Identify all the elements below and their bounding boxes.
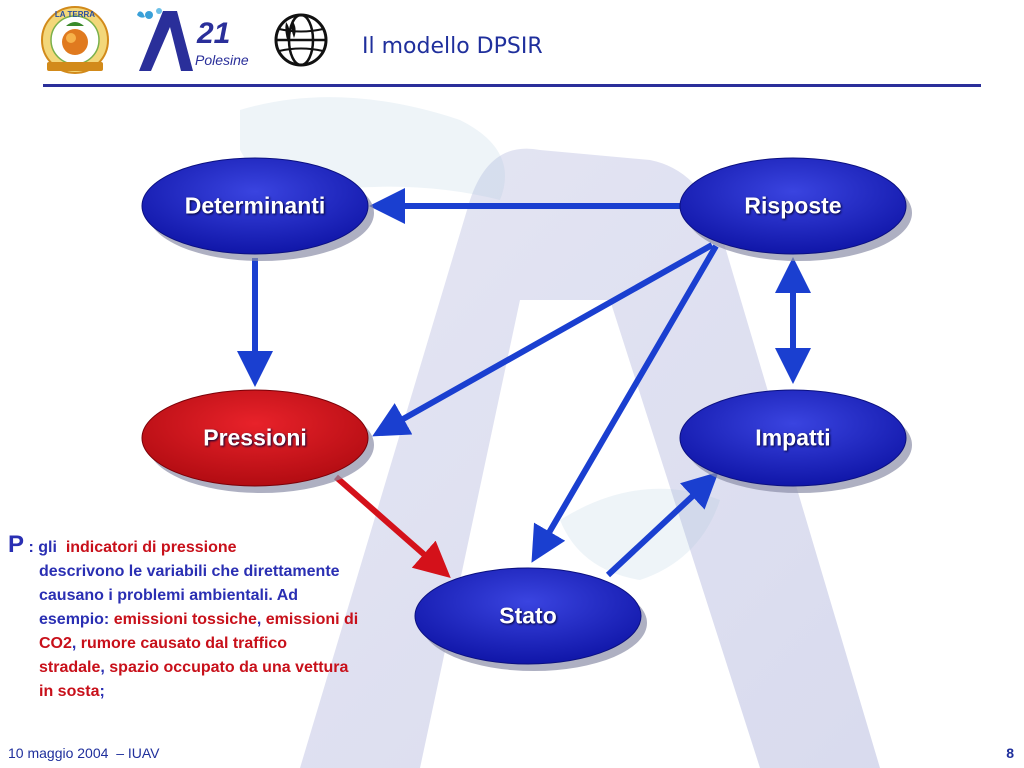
node-stato (414, 567, 647, 671)
a21-polesine-logo: 21 Polesine (137, 8, 249, 71)
example-4: spazio occupato da una vettura in sosta (39, 659, 349, 700)
example-3-sep: , (100, 659, 110, 676)
arrow-pressioni-to-stato (334, 474, 451, 578)
example-1: emissioni tossiche (113, 611, 257, 628)
node-determinanti (141, 157, 374, 261)
description-body: descrivono le variabili che direttamente… (8, 560, 363, 704)
la-terra-logo-text: LA TERRA (55, 10, 95, 19)
pressure-description: P : gli indicatori di pressione descrivo… (8, 533, 363, 704)
example-2: emissioni di CO2 (39, 611, 359, 652)
slide-title: Il modello DPSIR (362, 34, 543, 59)
description-prefix: : gli (28, 539, 62, 556)
node-risposte (679, 157, 912, 261)
la-terra-logo: LA TERRA (41, 6, 109, 74)
node-label-impatti: Impatti (755, 424, 831, 451)
example-2-sep: , (71, 635, 81, 652)
description-term: indicatori di pressione (65, 539, 237, 556)
node-label-pressioni: Pressioni (203, 424, 307, 451)
example-1-sep: , (256, 611, 266, 628)
example-3: rumore causato dal traffico stradale (39, 635, 288, 676)
arrow-stato-to-impatti (605, 471, 719, 578)
footer-date: 10 maggio 2004 – IUAV (8, 745, 160, 761)
node-label-stato: Stato (499, 602, 557, 629)
page-number: 8 (1006, 745, 1014, 761)
slide-header: LA TERRA 21 Polesine Il modello DPSIR (0, 0, 1024, 92)
node-impatti (679, 389, 912, 493)
arrow-risposte-to-pressioni (372, 242, 714, 437)
node-label-determinanti: Determinanti (184, 192, 326, 219)
node-label-risposte: Risposte (744, 192, 842, 219)
a21-sub: Polesine (195, 52, 249, 68)
description-letter: P (8, 531, 25, 558)
globe-emblem-logo (274, 13, 328, 67)
description-body-text: descrivono le variabili che direttamente… (39, 563, 340, 628)
example-4-sep: ; (99, 683, 105, 700)
title-divider (43, 84, 981, 87)
arrow-risposte-to-stato (531, 244, 719, 563)
a21-number: 21 (196, 17, 230, 50)
node-pressioni (141, 389, 374, 493)
